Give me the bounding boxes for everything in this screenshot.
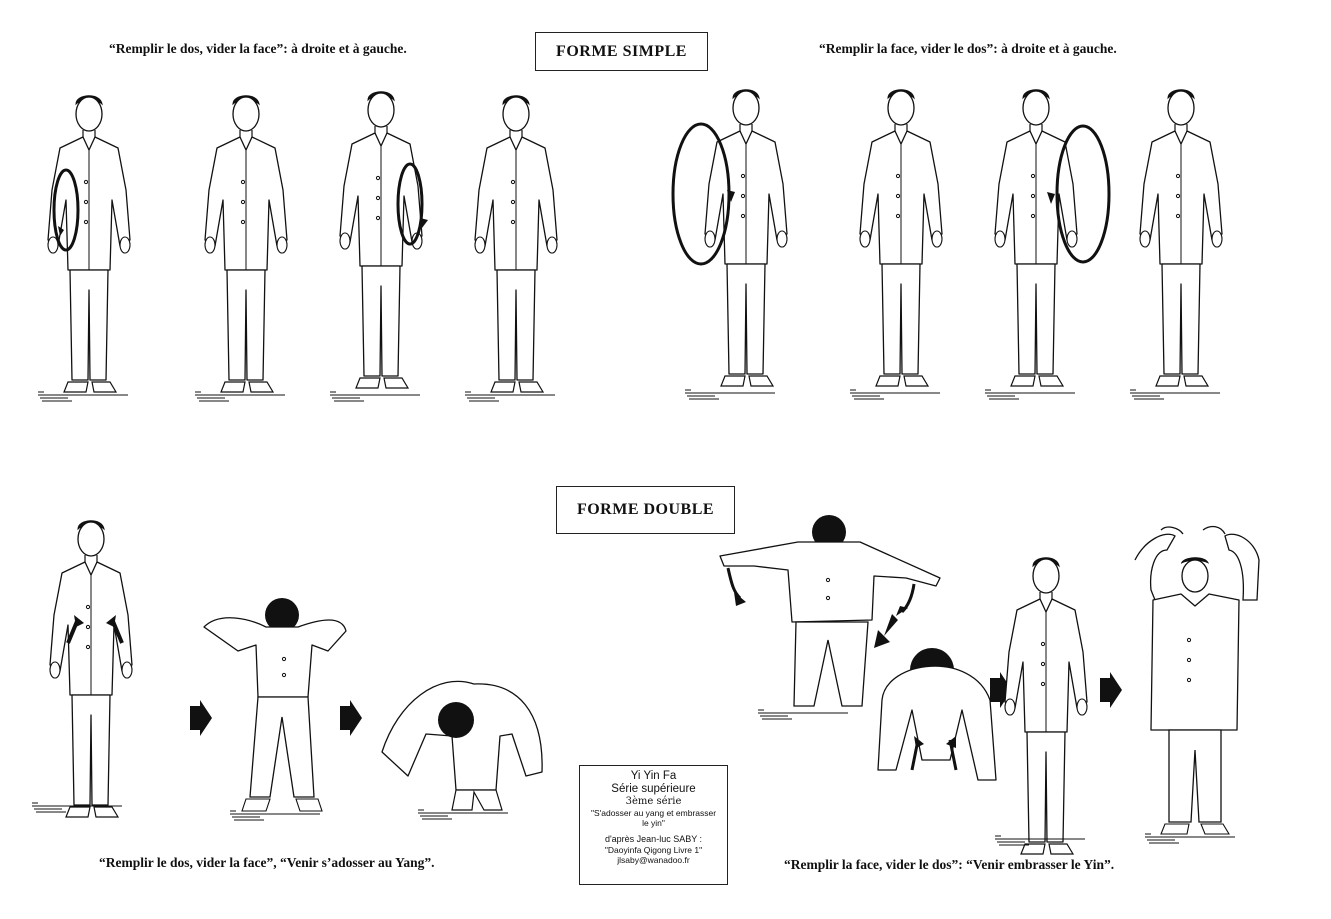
figure-top-4 (464, 95, 558, 402)
figure-top-6 (849, 89, 943, 400)
caption-top-left: “Remplir le dos, vider la face”: à droit… (109, 41, 407, 56)
info-quote: "S'adosser au yang et embrasser le yin" (590, 808, 717, 828)
info-title: Yi Yin Fa (630, 770, 677, 782)
caption-bottom-left: “Remplir le dos, vider la face”, “Venir … (99, 855, 435, 870)
info-series: 3ème série (625, 796, 682, 807)
arrow-right-4 (1100, 672, 1122, 708)
info-book: "Daoyinfa Qigong Livre 1" (604, 845, 703, 855)
info-subtitle: Série supérieure (611, 783, 696, 795)
caption-top-right: “Remplir la face, vider le dos”: à droit… (819, 41, 1117, 56)
caption-bottom-right: “Remplir la face, vider le dos”: “Venir … (784, 857, 1115, 872)
figure-bottom-7 (1125, 520, 1265, 844)
figure-top-1 (37, 95, 131, 402)
arrow-down-right (874, 614, 898, 648)
figure-bottom-2 (200, 598, 350, 821)
forme-double-title: FORME DOUBLE (556, 486, 735, 534)
arrow-right-2 (340, 700, 362, 736)
info-credit: d'après Jean-luc SABY : (604, 834, 703, 844)
info-email: jlsaby@wanadoo.fr (617, 855, 690, 865)
figure-bottom-1 (31, 520, 133, 818)
figure-bottom-4 (718, 515, 948, 720)
figure-top-8 (1129, 89, 1223, 400)
figure-bottom-5 (872, 648, 1002, 800)
figure-bottom-3 (378, 672, 548, 820)
figure-top-5 (695, 89, 788, 400)
figure-top-2 (194, 95, 288, 402)
info-box: Yi Yin Fa Série supérieure 3ème série "S… (579, 765, 728, 885)
arrow-right-1 (190, 700, 212, 736)
figure-top-7 (984, 89, 1115, 400)
arrow-right-3 (990, 672, 1012, 708)
figure-top-3 (329, 91, 428, 402)
forme-simple-title: FORME SIMPLE (535, 32, 708, 71)
